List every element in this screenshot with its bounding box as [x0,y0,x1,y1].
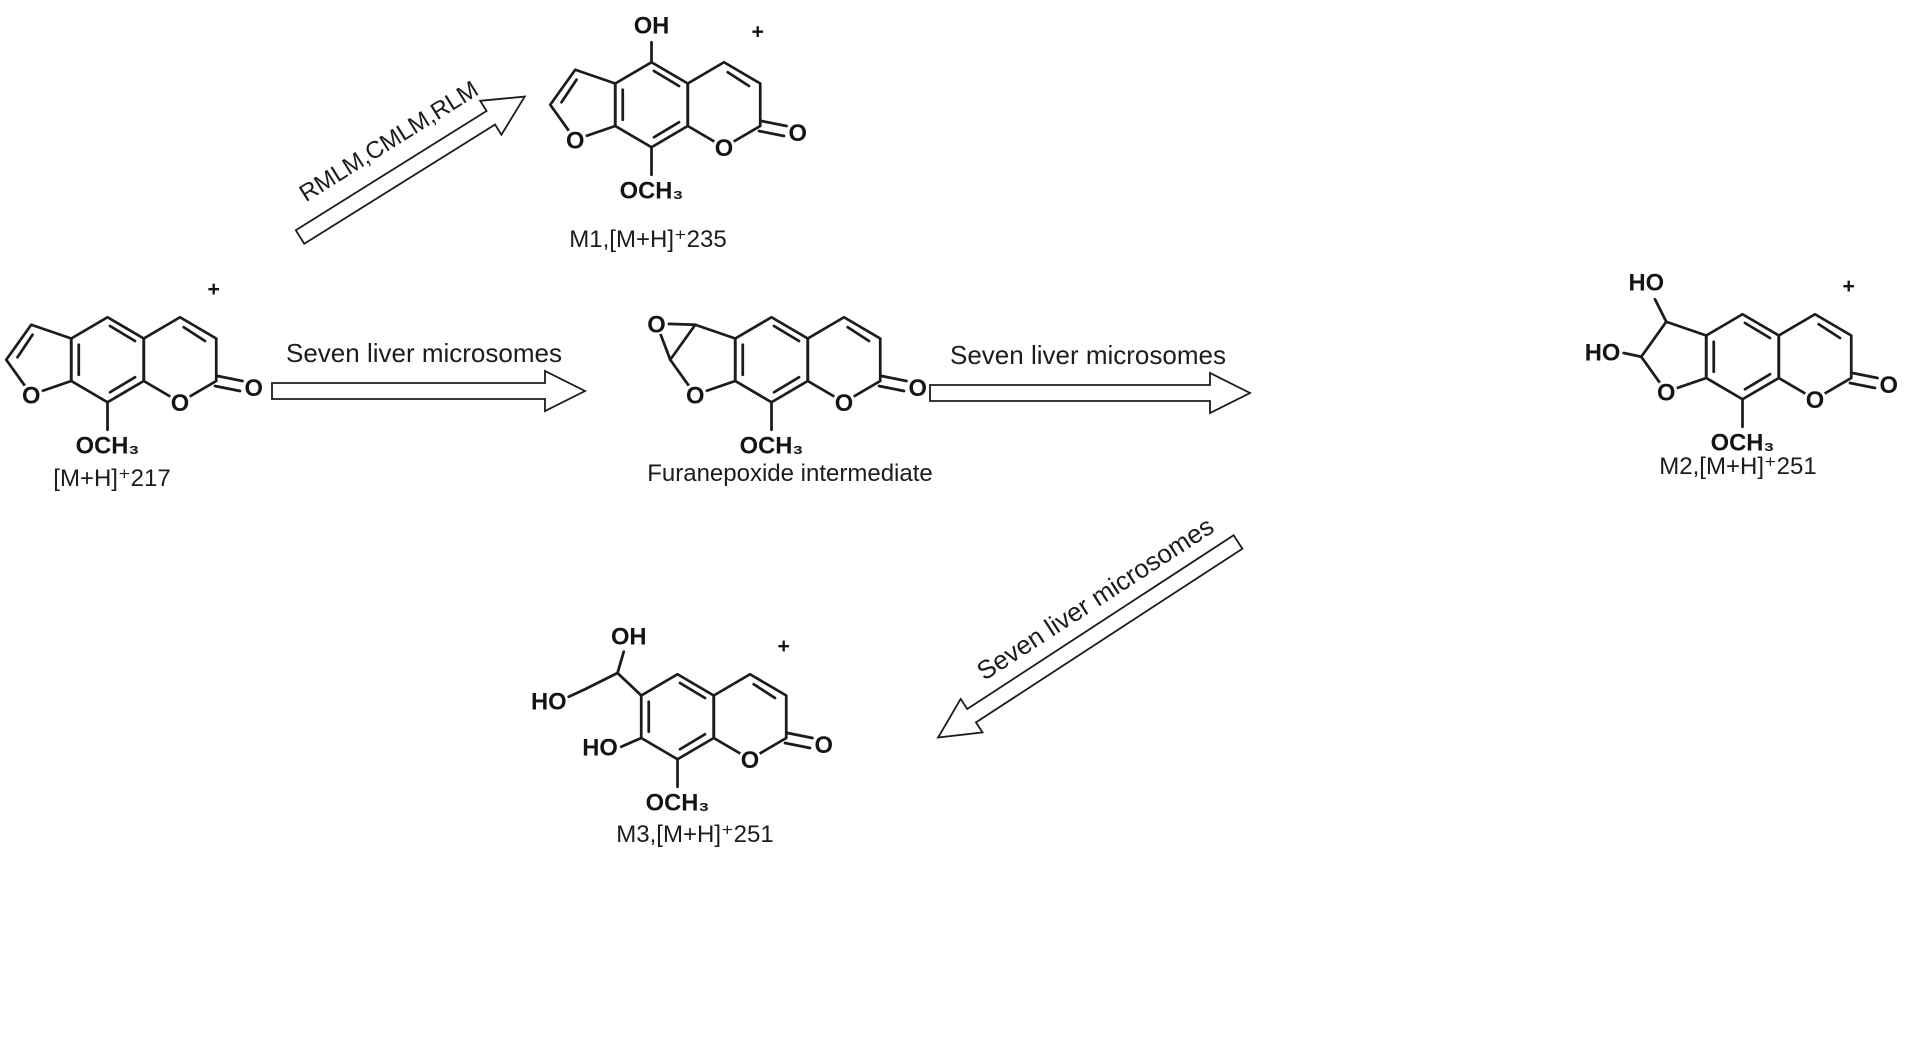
hydroxyl-label: HO [582,735,618,762]
arrow-label-to-m2: Seven liver microsomes [950,340,1226,370]
atom-halo [645,312,668,335]
side-chain-bond [583,671,619,691]
methoxy-label: OCH₃ [1711,430,1775,457]
furan-double-bond [16,333,34,359]
atom-halo [564,128,587,151]
hydroxyl-bond [1622,351,1643,359]
hydroxyl-bond [1653,297,1668,324]
hydroxyl-label: HO [531,688,567,715]
charge-label: + [752,20,764,44]
atom-halo [1803,388,1827,411]
block-arrow [936,534,1244,739]
arrow-epoxide-to-m2 [929,371,1253,415]
charge-label: + [778,634,790,658]
compound-epoxide-intermediate: O O O O OCH₃ [645,311,927,460]
arrow-label-to-m3: Seven liver microsomes [971,511,1219,686]
coumarin-skeleton [1704,312,1879,429]
hydroxyl-label: HO [1585,340,1621,367]
furan-oxygen-label: O [566,128,584,155]
arrow-parent-to-m1 [294,95,527,246]
compound-parent: O O O OCH₃ + [4,277,263,460]
compound-caption-parent: [M+H]⁺217 [53,465,170,492]
methoxy-label: OCH₃ [646,790,710,817]
lactone-oxygen-label: O [741,747,759,774]
compound-caption-m1: M1,[M+H]⁺235 [569,226,726,253]
compound-caption-m3: M3,[M+H]⁺251 [616,821,773,848]
coumarin-skeleton [639,672,814,789]
furan-oxygen-label: O [1657,380,1675,407]
atom-halo [684,383,707,406]
block-arrow [294,95,527,246]
carbonyl-oxygen-label: O [909,375,927,402]
hydroxyl-label: HO [1628,270,1664,297]
atom-halo [738,748,762,771]
lactone-oxygen-label: O [171,390,189,417]
carbonyl-oxygen-label: O [245,375,263,402]
lactone-oxygen-label: O [835,390,853,417]
arrow-label-to-epoxide: Seven liver microsomes [286,338,562,368]
carbonyl-oxygen-label: O [1880,372,1898,399]
charge-label: + [1843,274,1855,298]
hydroxyl-label: OH [634,13,670,40]
coumarin-skeleton [733,315,908,432]
methoxy-label: OCH₃ [740,433,804,460]
block-arrow [929,371,1253,415]
lactone-oxygen-label: O [715,135,733,162]
coumarin-skeleton [613,60,788,177]
coumarin-skeleton [69,315,244,432]
compound-m2: HO HO O O O OCH₃ + [1585,270,1898,457]
side-chain-bond [567,687,587,699]
furan-oxygen-label: O [686,383,704,410]
furan-double-bond [560,78,578,104]
methoxy-label: OCH₃ [76,433,140,460]
atom-halo [712,136,736,159]
lactone-oxygen-label: O [1806,387,1824,414]
epoxide-oxygen-label: O [647,311,665,338]
block-arrow [271,369,588,413]
methoxy-label: OCH₃ [620,178,684,205]
hydroxyl-bond [619,736,643,749]
arrow-epoxide-to-m3 [936,534,1244,739]
arrow-parent-to-epoxide [271,369,588,413]
side-chain-bond [616,671,643,697]
carbonyl-oxygen-label: O [789,120,807,147]
atom-halo [1655,380,1678,403]
atom-halo [832,391,856,414]
compound-caption-epoxide: Furanepoxide intermediate [647,460,933,487]
compound-m1: OH O O O OCH₃ + [548,13,807,205]
compound-caption-m2: M2,[M+H]⁺251 [1659,453,1816,480]
furan-oxygen-label: O [22,383,40,410]
hydroxyl-label: OH [611,623,647,650]
carbonyl-oxygen-label: O [815,732,833,759]
compound-m3: OH HO HO O O OCH₃ + [531,623,833,816]
charge-label: + [208,277,220,301]
atom-halo [20,383,43,406]
side-chain-bond [616,650,626,675]
atom-halo [168,391,192,414]
